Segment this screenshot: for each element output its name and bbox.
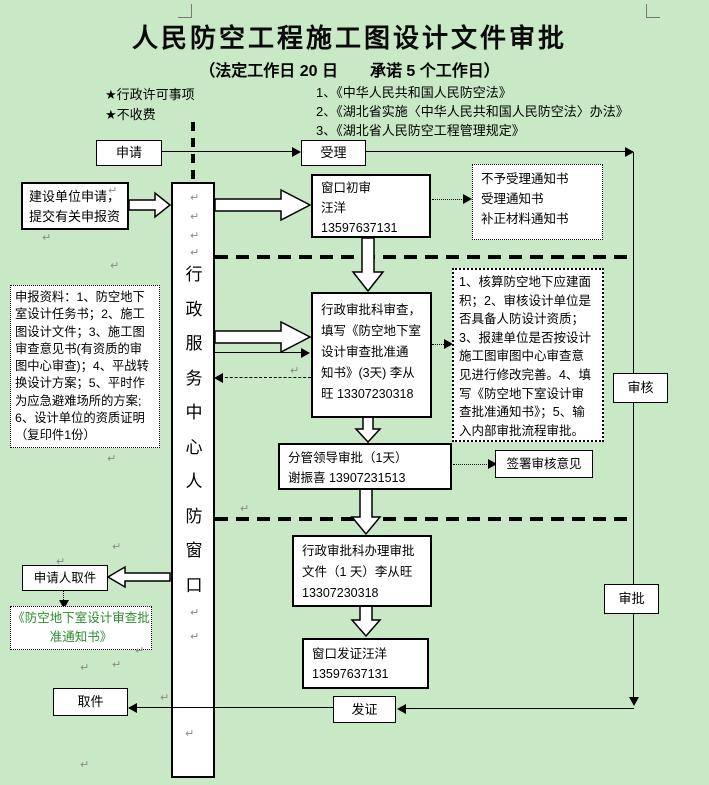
star-item-free: ★不收费 xyxy=(105,107,156,122)
paragraph-mark-icon: ↵ xyxy=(190,211,200,223)
review-stage-box: 审核 xyxy=(613,373,668,403)
leader-approve-box: 分管领导审批（1天） 谢振喜 13907231513 xyxy=(278,443,452,490)
arrowhead-into-sign xyxy=(488,459,497,469)
paragraph-mark-icon: ↵ xyxy=(160,692,170,704)
approval-notice-box: 《防空地下室设计审查批 准通知书》 xyxy=(10,606,152,650)
arrowhead-right-corner xyxy=(625,147,634,157)
block-arrow-windowreview-down xyxy=(351,237,385,293)
block-arrow-bar-to-pickup xyxy=(106,565,171,589)
star-item-permit: ★行政许可事项 xyxy=(105,87,195,102)
line-to-issue xyxy=(402,708,634,709)
paragraph-mark-icon: ↵ xyxy=(107,453,117,465)
issue-window-box: 窗口发证汪洋 13597637131 xyxy=(302,638,429,689)
arrowhead-into-adminreview xyxy=(301,348,310,358)
paragraph-mark-icon: ↵ xyxy=(190,607,200,619)
paragraph-mark-icon: ↵ xyxy=(290,365,300,377)
block-arrow-process-down xyxy=(350,605,382,638)
review-criteria-box: 1、核算防空地下应建面 积；2、审核设计单位是 否具备人防设计资质； 3、报建单… xyxy=(452,268,604,442)
admin-review-box: 行政审批科审查， 填写《防空地下室 设计审查批准通 知书》(3天) 李从 旺 1… xyxy=(311,292,432,418)
arrowhead-down-corner xyxy=(629,697,639,706)
arrowhead-return-bar xyxy=(214,373,223,383)
paragraph-mark-icon: ↵ xyxy=(190,192,200,204)
paragraph-mark-icon: ↵ xyxy=(110,260,120,272)
page-corner-mark-right xyxy=(646,4,660,18)
sign-opinion-box: 签署审核意见 xyxy=(495,450,593,478)
page-subtitle: （法定工作日 20 日 承诺 5 个工作日） xyxy=(199,63,500,80)
arrowhead-into-notice xyxy=(59,600,69,609)
line-bar-adminreview xyxy=(215,352,305,353)
materials-box: 申报资料：1、防空地下 室设计任务书；2、施工 图设计文件；3、施工图 审查意见… xyxy=(10,285,160,448)
apply-box: 申请 xyxy=(96,140,162,166)
paragraph-mark-icon: ↵ xyxy=(135,645,145,657)
block-arrow-bar-to-adminreview xyxy=(214,320,312,354)
block-arrow-leader-down xyxy=(350,488,382,536)
paragraph-mark-icon: ↵ xyxy=(80,662,90,674)
dashed-return-line xyxy=(220,377,311,378)
applicant-pickup-box: 申请人取件 xyxy=(22,565,108,591)
dotted-line-leader-sign xyxy=(453,464,491,465)
paragraph-mark-icon: ↵ xyxy=(56,556,66,568)
line-accept-right xyxy=(366,151,633,152)
law-reference-3: 3、《湖北省人民防空工程管理规定》 xyxy=(316,123,525,138)
arrowhead-into-pickup xyxy=(128,703,137,713)
dotted-line-pickup-notice xyxy=(63,591,64,602)
paragraph-mark-icon: ↵ xyxy=(185,728,195,740)
paragraph-mark-icon: ↵ xyxy=(240,503,250,515)
approve-stage-box: 审批 xyxy=(604,584,659,614)
page-title: 人民防空工程施工图设计文件审批 xyxy=(131,23,567,53)
paragraph-mark-icon: ↵ xyxy=(112,541,122,553)
paragraph-mark-icon: ↵ xyxy=(190,230,200,242)
dashed-vertical-connector xyxy=(191,122,195,184)
law-reference-2: 2、《湖北省实施〈中华人民共和国人民防空法〉办法》 xyxy=(316,104,629,119)
arrowhead-into-criteria xyxy=(444,339,453,349)
applicant-submit-box: 建设单位申请， 提交有关申报资 xyxy=(21,182,129,230)
pickup-box: 取件 xyxy=(53,688,128,716)
paragraph-mark-icon: ↵ xyxy=(108,185,118,197)
page-corner-mark-left xyxy=(178,4,192,18)
law-reference-1: 1、《中华人民共和国人民防空法》 xyxy=(316,85,512,100)
arrowhead-into-accept xyxy=(292,147,301,157)
accept-box: 受理 xyxy=(301,140,366,166)
paragraph-mark-icon: ↵ xyxy=(112,659,122,671)
dotted-line-window-notices xyxy=(432,199,466,200)
arrowhead-into-issue xyxy=(397,704,406,714)
paragraph-mark-icon: ↵ xyxy=(80,759,90,771)
window-review-box: 窗口初审 汪洋 13597637131 xyxy=(311,174,431,238)
line-apply-accept xyxy=(162,151,296,152)
dotted-line-review-criteria xyxy=(432,344,450,345)
line-issue-pickup xyxy=(129,707,333,708)
block-arrow-bar-to-windowreview xyxy=(214,188,312,222)
notice-options-box: 不予受理通知书 受理通知书 补正材料通知书 xyxy=(472,164,603,240)
paragraph-mark-icon: ↵ xyxy=(190,247,200,259)
process-docs-box: 行政审批科办理审批 文件（1 天）李从旺 13307230318 xyxy=(292,535,432,607)
service-center-bar xyxy=(171,182,215,778)
issue-box: 发证 xyxy=(333,696,396,723)
service-center-bar-label: 行政服务中心人防窗口 xyxy=(185,265,203,595)
block-arrow-submit-to-bar xyxy=(128,191,172,219)
paragraph-mark-icon: ↵ xyxy=(42,232,52,244)
stage-separator-1 xyxy=(215,255,634,259)
stage-separator-2 xyxy=(215,517,634,521)
block-arrow-adminreview-down xyxy=(354,416,382,444)
line-right-vertical xyxy=(633,152,634,699)
arrowhead-into-notices xyxy=(463,194,472,204)
paragraph-mark-icon: ↵ xyxy=(190,631,200,643)
